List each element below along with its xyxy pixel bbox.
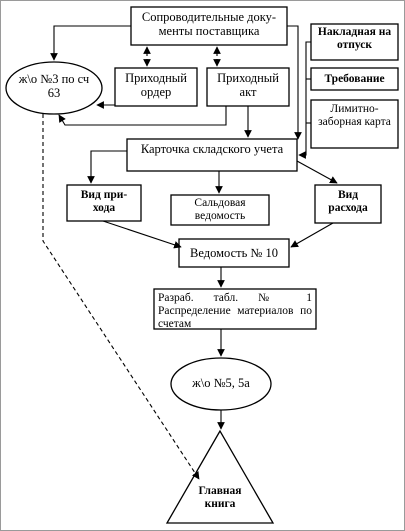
supplier-docs-box <box>130 6 288 46</box>
income-type-box <box>66 184 142 222</box>
income-type-label: Вид при-хода <box>80 189 128 215</box>
expense-type-box <box>314 184 382 224</box>
jo3-ellipse <box>5 61 103 115</box>
balance-sheet-label: Сальдовая ведомость <box>194 197 246 223</box>
arrow-card-to-income <box>87 150 127 184</box>
jo5-label: ж\о №5, 5а <box>192 376 250 390</box>
arrow-jo3-to-ledger <box>42 114 200 480</box>
arrow-income-to-stmt <box>102 220 182 249</box>
arrow-docs-to-card <box>287 25 302 140</box>
arrow-invoice-to-card <box>298 41 311 159</box>
general-ledger-label: Главная книга <box>198 485 242 511</box>
invoice-label: Накладная на отпуск <box>317 26 392 52</box>
invoice-box <box>310 23 399 61</box>
supplier-docs-label: Сопроводительные доку-менты поставщика <box>141 10 277 39</box>
stock-card-label: Карточка складского учета <box>140 142 284 156</box>
receipt-act-box <box>206 67 290 107</box>
expense-type-label: Вид расхода <box>328 189 368 215</box>
jo3-label: ж\о №3 по сч 63 <box>18 72 90 101</box>
limit-card-label: Лимитно-заборная карта <box>318 103 391 129</box>
receipt-act-label: Приходный акт <box>217 71 279 100</box>
limit-card-box <box>310 99 399 149</box>
requirement-label: Требование <box>324 73 385 85</box>
arrow-expense-to-stmt <box>290 222 334 248</box>
connectors <box>42 25 338 480</box>
receipt-order-box <box>114 67 198 107</box>
table1-box <box>153 288 317 330</box>
stock-card-box <box>126 138 298 172</box>
statement10-box <box>178 238 290 268</box>
arrow-act-to-jo3 <box>58 106 227 126</box>
balance-sheet-box <box>170 194 270 226</box>
table1-label: Разраб. табл. № 1 Распределение материал… <box>158 292 312 331</box>
receipt-order-label: Приходный ордер <box>125 71 187 100</box>
statement10-label: Ведомость № 10 <box>190 246 278 260</box>
arrow-docs-to-jo3 <box>50 25 131 61</box>
arrow-card-to-expense <box>296 160 338 184</box>
